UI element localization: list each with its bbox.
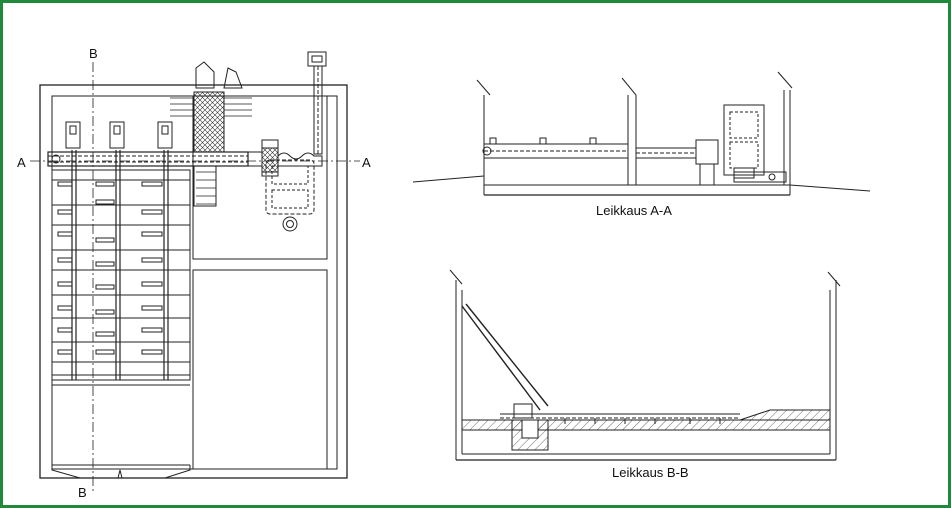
caption-section-a-a: Leikkaus A-A — [596, 203, 672, 218]
section-a-label-right: A — [362, 155, 371, 170]
section-b-label-bottom: B — [78, 485, 87, 500]
plan-view — [30, 51, 360, 492]
caption-section-b-b: Leikkaus B-B — [612, 465, 689, 480]
section-a-label-left: A — [17, 155, 26, 170]
section-a-a-view — [412, 71, 871, 196]
section-b-label-top: B — [89, 46, 98, 61]
section-b-b-view — [449, 269, 841, 461]
